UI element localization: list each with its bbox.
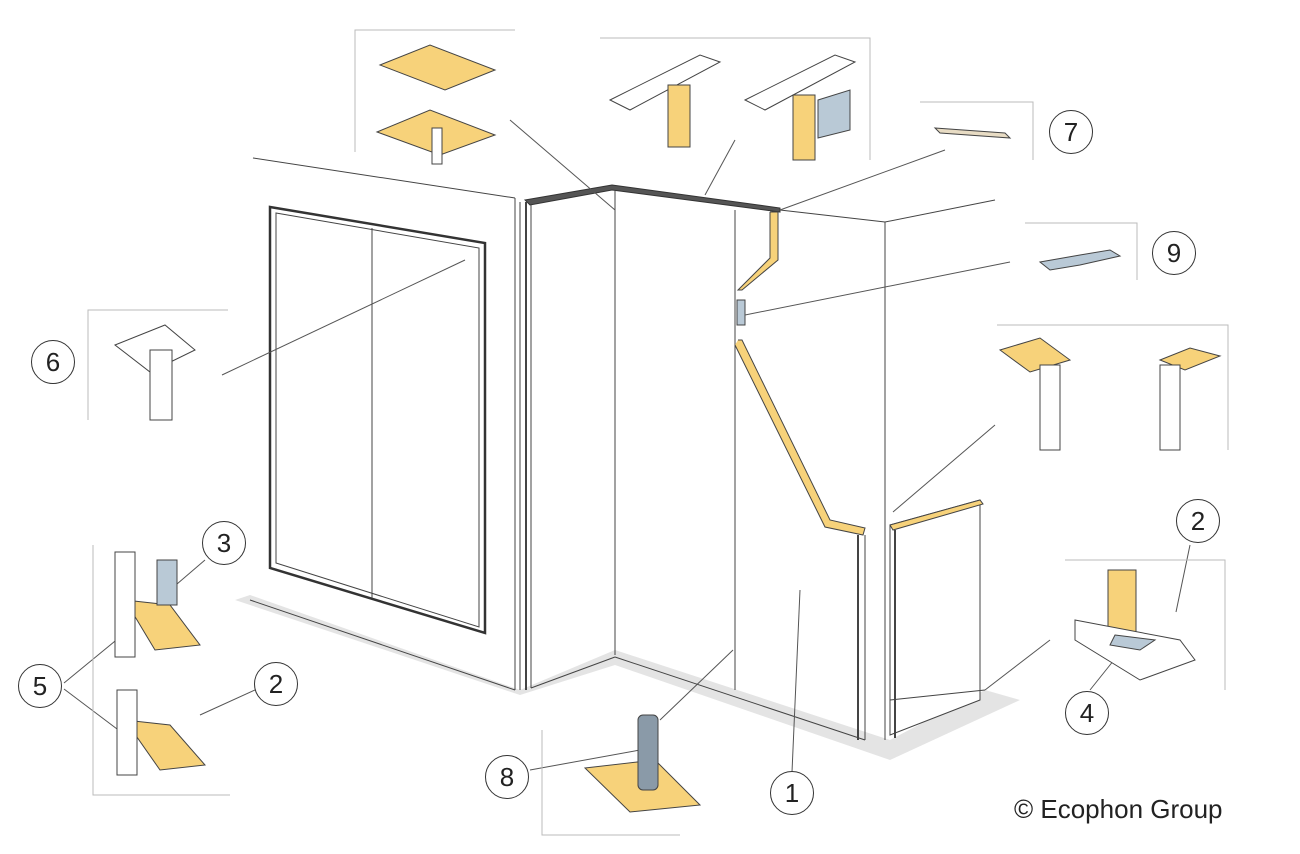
callout-8: 8 <box>485 755 529 799</box>
callout-2-right: 2 <box>1176 499 1220 543</box>
leader-lines <box>63 119 1191 773</box>
left-wall <box>249 157 516 691</box>
partition-panels <box>519 184 996 741</box>
callout-6: 6 <box>31 340 75 384</box>
callout-2-left: 2 <box>254 662 298 706</box>
floor-shadow <box>235 595 1020 760</box>
callout-3: 3 <box>202 521 246 565</box>
callout-1: 1 <box>770 771 814 815</box>
detail-sketches <box>114 44 1222 813</box>
detail-frames <box>87 29 1229 836</box>
copyright-text: © Ecophon Group <box>1014 794 1223 824</box>
callout-7: 7 <box>1049 110 1093 154</box>
callout-9: 9 <box>1152 231 1196 275</box>
callout-5: 5 <box>18 664 62 708</box>
callout-4: 4 <box>1065 691 1109 735</box>
